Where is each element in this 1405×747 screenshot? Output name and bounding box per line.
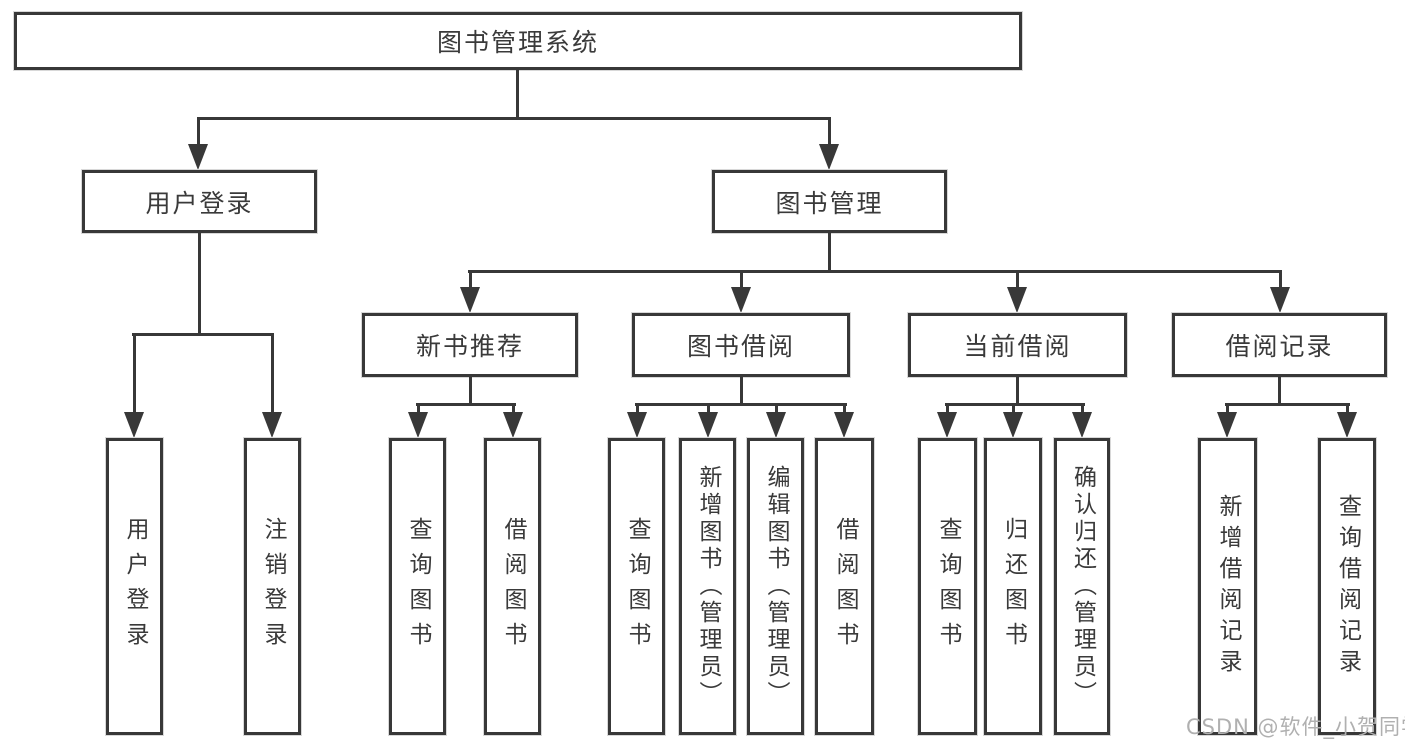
node-current-borrowing-label: 当前借阅 (963, 332, 1072, 361)
node-library-system-label: 图书管理系统 (436, 28, 599, 57)
leaf-borrowing-edit-book-admin-label: 编辑图书（管理员） (763, 465, 789, 708)
leaf-current-query-book: 查询图书 (918, 438, 977, 735)
node-borrowing-records: 借阅记录 (1172, 313, 1387, 377)
arrow-down-icon (698, 412, 718, 438)
leaf-recommend-query-book: 查询图书 (389, 438, 446, 735)
leaf-borrowing-query-book: 查询图书 (608, 438, 665, 735)
node-library-system: 图书管理系统 (14, 12, 1022, 70)
connector-vline (469, 375, 472, 406)
connector-stem (133, 333, 136, 415)
connector-hline (468, 270, 1282, 273)
connector-stem (1012, 403, 1015, 415)
leaf-records-add-record: 新增借阅记录 (1198, 438, 1257, 735)
leaf-user-login-label: 用户登录 (122, 516, 148, 657)
arrow-down-icon (834, 412, 854, 438)
leaf-borrowing-query-book-label: 查询图书 (624, 516, 650, 657)
leaf-user-login: 用户登录 (106, 438, 163, 735)
connector-vline (828, 231, 831, 273)
leaf-borrowing-edit-book-admin: 编辑图书（管理员） (747, 438, 804, 735)
connector-stem (417, 403, 420, 415)
connector-hline (197, 117, 831, 120)
connector-stem (946, 403, 949, 415)
connector-stem (740, 270, 743, 290)
node-book-management: 图书管理 (712, 170, 947, 233)
leaf-current-return-book: 归还图书 (984, 438, 1042, 735)
arrow-down-icon (1007, 287, 1027, 313)
arrow-down-icon (766, 412, 786, 438)
leaf-borrowing-borrow-book-label: 借阅图书 (832, 516, 858, 657)
arrow-down-icon (408, 412, 428, 438)
node-user-login: 用户登录 (82, 170, 317, 233)
leaf-recommend-borrow-book: 借阅图书 (484, 438, 541, 735)
connector-stem (828, 117, 831, 147)
leaf-logout: 注销登录 (244, 438, 301, 735)
connector-vline (1278, 375, 1281, 406)
connector-hline (945, 403, 1085, 406)
connector-vline (516, 68, 519, 119)
connector-vline (740, 375, 743, 406)
watermark: CSDN @软件_小贺同学 (1186, 715, 1405, 739)
leaf-current-return-book-label: 归还图书 (1000, 516, 1027, 657)
connector-hline (416, 403, 516, 406)
connector-stem (707, 403, 710, 415)
leaf-recommend-borrow-book-label: 借阅图书 (500, 516, 526, 657)
arrow-down-icon (627, 412, 647, 438)
connector-stem (1279, 270, 1282, 290)
leaf-records-query-record-label: 查询借阅记录 (1334, 493, 1361, 680)
connector-stem (775, 403, 778, 415)
arrow-down-icon (1217, 412, 1237, 438)
leaf-logout-label: 注销登录 (260, 516, 286, 657)
arrow-down-icon (1270, 287, 1290, 313)
leaf-borrowing-add-book-admin: 新增图书（管理员） (679, 438, 736, 735)
node-book-management-label: 图书管理 (775, 188, 884, 218)
arrow-down-icon (460, 287, 480, 313)
node-user-login-label: 用户登录 (145, 188, 254, 218)
connector-stem (1081, 403, 1084, 415)
arrow-down-icon (124, 412, 144, 438)
arrow-down-icon (262, 412, 282, 438)
leaf-current-confirm-return-admin: 确认归还（管理员） (1054, 438, 1110, 735)
leaf-recommend-query-book-label: 查询图书 (405, 516, 431, 657)
connector-hline (1225, 403, 1350, 406)
connector-vline (198, 231, 201, 336)
connector-stem (469, 270, 472, 290)
node-book-borrowing-label: 图书借阅 (686, 332, 795, 361)
connector-stem (1346, 403, 1349, 415)
leaf-records-query-record: 查询借阅记录 (1318, 438, 1376, 735)
node-book-borrowing: 图书借阅 (632, 313, 850, 377)
node-new-book-recommend: 新书推荐 (362, 313, 578, 377)
connector-stem (636, 403, 639, 415)
connector-stem (271, 333, 274, 415)
connector-stem (843, 403, 846, 415)
arrow-down-icon (503, 412, 523, 438)
leaf-borrowing-add-book-admin-label: 新增图书（管理员） (695, 465, 721, 708)
leaf-current-confirm-return-admin-label: 确认归还（管理员） (1069, 465, 1096, 708)
connector-stem (1016, 270, 1019, 290)
node-borrowing-records-label: 借阅记录 (1225, 332, 1334, 361)
arrow-down-icon (819, 144, 839, 170)
arrow-down-icon (731, 287, 751, 313)
arrow-down-icon (1072, 412, 1092, 438)
connector-vline (1016, 375, 1019, 406)
connector-hline (635, 403, 847, 406)
leaf-borrowing-borrow-book: 借阅图书 (815, 438, 874, 735)
arrow-down-icon (1337, 412, 1357, 438)
arrow-down-icon (188, 144, 208, 170)
leaf-records-add-record-label: 新增借阅记录 (1215, 493, 1241, 680)
connector-stem (1226, 403, 1229, 415)
leaf-current-query-book-label: 查询图书 (935, 516, 961, 657)
node-current-borrowing: 当前借阅 (908, 313, 1127, 377)
arrow-down-icon (937, 412, 957, 438)
arrow-down-icon (1003, 412, 1023, 438)
node-new-book-recommend-label: 新书推荐 (415, 332, 524, 361)
connector-hline (132, 333, 274, 336)
connector-stem (512, 403, 515, 415)
connector-stem (197, 117, 200, 147)
